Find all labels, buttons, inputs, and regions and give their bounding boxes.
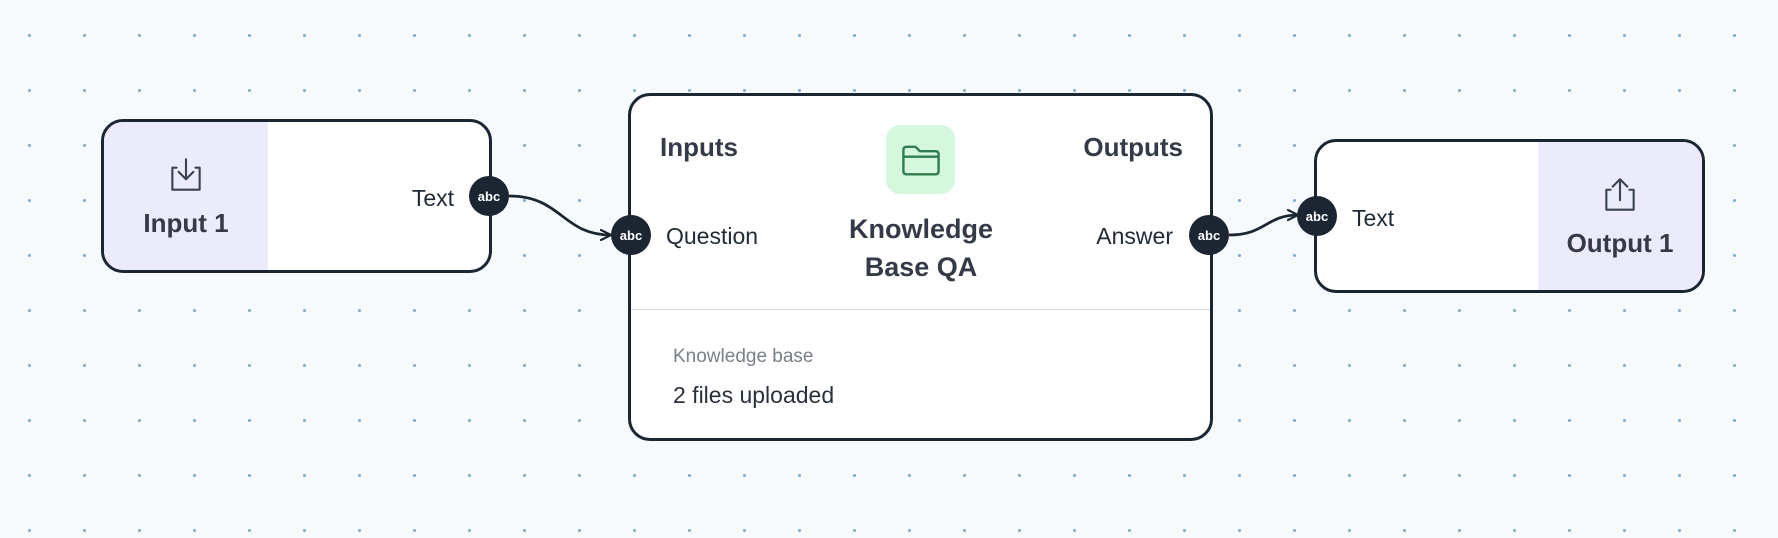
download-tray-icon <box>171 157 201 191</box>
folder-icon-badge <box>886 125 955 194</box>
knowledge-base-qa-header: Inputs Outputs Knowledge Base QA Questio… <box>631 96 1210 309</box>
output-node-panel: Output 1 <box>1538 142 1702 290</box>
divider <box>631 309 1210 310</box>
knowledge-base-field-label: Knowledge base <box>673 346 814 367</box>
output-node-title: Output 1 <box>1566 227 1674 258</box>
question-input-port[interactable]: abc <box>611 215 651 255</box>
knowledge-base-qa-node[interactable]: Inputs Outputs Knowledge Base QA Questio… <box>628 93 1213 441</box>
edge-input-to-question[interactable] <box>508 194 611 235</box>
folder-icon <box>901 145 940 176</box>
input-node-panel: Input 1 <box>104 122 268 270</box>
inputs-heading: Inputs <box>660 132 738 162</box>
answer-port-label: Answer <box>1096 223 1173 249</box>
question-port-label: Question <box>666 223 759 249</box>
input-node[interactable]: Input 1 Text <box>101 119 492 273</box>
edge-answer-to-output[interactable] <box>1228 215 1298 237</box>
output-node-input-port[interactable]: abc <box>1297 196 1337 236</box>
knowledge-base-qa-title: Knowledge Base QA <box>801 210 1041 286</box>
input-node-output-port[interactable]: abc <box>469 176 509 216</box>
input-node-title: Input 1 <box>143 207 229 238</box>
title-line-2: Base QA <box>864 252 978 282</box>
knowledge-base-field-value[interactable]: 2 files uploaded <box>673 382 835 408</box>
title-line-1: Knowledge <box>848 214 993 244</box>
outputs-heading: Outputs <box>1083 132 1183 162</box>
input-node-port-label: Text <box>411 185 454 211</box>
output-node-port-label: Text <box>1352 205 1395 231</box>
answer-output-port[interactable]: abc <box>1189 215 1229 255</box>
upload-tray-icon <box>1605 177 1635 211</box>
output-node[interactable]: Text Output 1 <box>1314 139 1705 293</box>
